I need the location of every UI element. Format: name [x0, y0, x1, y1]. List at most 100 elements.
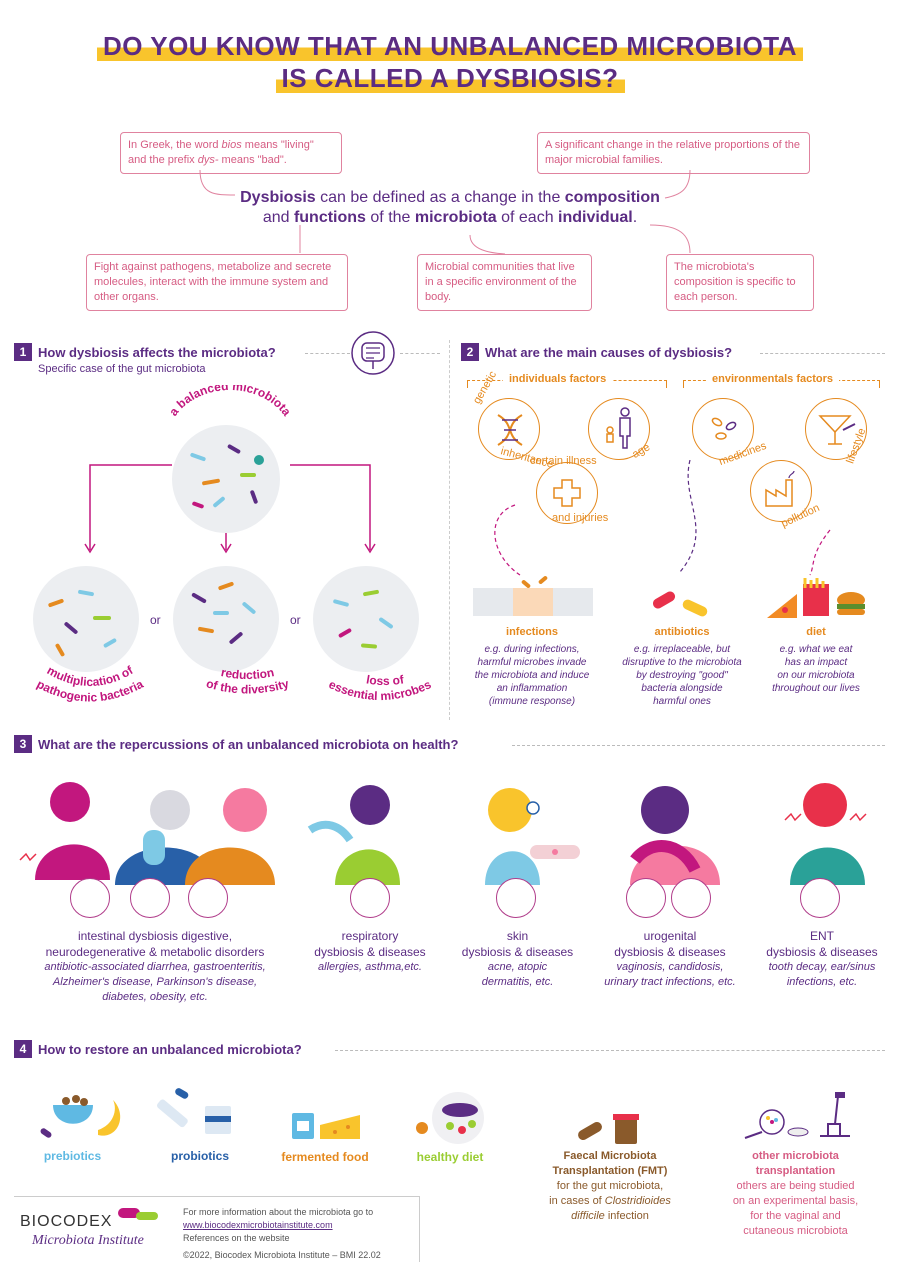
skin-person-illustration: [485, 788, 580, 885]
cells-illustration: [473, 575, 593, 616]
definition-individual: The microbiota's composition is specific…: [666, 254, 814, 311]
fmt-title-2: Transplantation (FMT): [552, 1165, 668, 1177]
gears-icon: [188, 878, 228, 918]
respiratory-person-illustration: [307, 785, 400, 885]
intestine-icon: [351, 331, 395, 375]
balanced-microbiota-text: a balanced microbiota: [166, 385, 294, 419]
section-4-divider: [335, 1050, 885, 1051]
other-text-4: cutaneous microbiota: [743, 1225, 848, 1237]
greek-text-1: In Greek, the word: [128, 139, 222, 151]
age-factor-circle: [588, 398, 650, 460]
greek-text-2: means "living" and the prefix: [128, 139, 314, 166]
environmental-factors-label: environmentals factors: [706, 373, 840, 385]
footer-copyright: ©2022, Biocodex Microbiota Institute – B…: [183, 1250, 381, 1260]
section-3-title: What are the repercussions of an unbalan…: [38, 737, 459, 752]
lungs-icon: [350, 878, 390, 918]
urogenital-person-illustration: [630, 786, 720, 885]
illness-label: certain illness: [530, 455, 597, 467]
central-text-5: .: [632, 209, 638, 226]
section-4-title: How to restore an unbalanced microbiota?: [38, 1042, 302, 1057]
cause-arrows: [494, 460, 831, 576]
pollution-factor-circle: [750, 460, 812, 522]
dysbiosis-definition: Dysbiosis can be defined as a change in …: [0, 188, 900, 228]
title-line-2: IS CALLED A DYSBIOSIS?: [275, 63, 625, 93]
central-text-1: can be defined as a change in the: [315, 189, 565, 206]
rep-skin: skin dysbiosis & diseases acne, atopic d…: [461, 929, 574, 988]
reduced-diversity-circle: [173, 566, 279, 672]
fmt-icon: [578, 1114, 639, 1144]
dna-icon: [497, 414, 523, 446]
pills-icon: [711, 417, 737, 440]
other-text-1: others are being studied: [736, 1180, 855, 1192]
injuries-label: and injuries: [552, 512, 609, 524]
section-2-divider: [760, 353, 885, 354]
section-1-title: How dysbiosis affects the microbiota?: [38, 345, 276, 360]
logo-capsule-pink: [118, 1208, 140, 1218]
food-icon: [767, 578, 865, 618]
rep-ent: ENT dysbiosis & diseases tooth decay, ea…: [766, 929, 878, 988]
pathogenic-bacteria-circle: [33, 566, 139, 672]
svg-text:reduction: reduction: [220, 665, 275, 682]
central-text-2: and: [262, 209, 294, 226]
outcome-labels: multiplication of pathogenic bacteria re…: [34, 663, 433, 705]
footer: [14, 1196, 420, 1262]
central-text-4: of each: [496, 209, 559, 226]
fmt-text-1: for the gut microbiota,: [556, 1180, 664, 1192]
age-icon: [606, 407, 631, 449]
footer-url-link[interactable]: www.biocodexmicrobiotainstitute.com: [183, 1220, 333, 1230]
illness-factor-circle: [536, 462, 598, 524]
capsules-icon: [652, 591, 708, 617]
ent-person-illustration: [784, 783, 867, 885]
balanced-label: a balanced microbiota: [166, 385, 294, 419]
definition-composition: A significant change in the relative pro…: [537, 132, 810, 174]
other-title-1: other microbiota: [752, 1150, 839, 1162]
outcome-3-line-1: loss of: [365, 672, 406, 688]
column-divider: [449, 340, 450, 720]
brain-icon: [130, 878, 170, 918]
prebiotics-icon: [40, 1095, 121, 1138]
section-1-divider-2: [400, 353, 440, 354]
section-2-title: What are the main causes of dysbiosis?: [485, 345, 733, 360]
definition-functions: Fight against pathogens, metabolize and …: [86, 254, 348, 311]
other-transplant-icon: [744, 1092, 850, 1139]
lifestyle-factor-circle: [805, 398, 867, 460]
page-title: DO YOU KNOW THAT AN UNBALANCED MICROBIOT…: [0, 30, 900, 94]
definition-connectors: [199, 169, 691, 255]
svg-text:loss of: loss of: [365, 672, 406, 688]
genetic-factor-circle: [478, 398, 540, 460]
fmt-text-3: infection: [604, 1210, 649, 1222]
cause-infections-title: infections: [506, 626, 558, 638]
prebiotics-label: prebiotics: [43, 1149, 102, 1163]
other-text-2: on an experimental basis,: [732, 1195, 859, 1207]
balanced-microbiota-circle: [172, 425, 280, 533]
head-ent-icon: [800, 878, 840, 918]
section-3-divider: [512, 745, 885, 746]
outcome-2-line-1: reduction: [220, 665, 275, 682]
loss-microbes-circle: [313, 566, 419, 672]
definition-microbiota: Microbial communities that live in a spe…: [417, 254, 592, 311]
greek-bios: bios: [221, 139, 242, 151]
section-1-divider: [305, 353, 350, 354]
medical-cross-icon: [553, 479, 581, 507]
people-group-illustration: [19, 782, 275, 885]
title-line-1: DO YOU KNOW THAT AN UNBALANCED MICROBIOT…: [96, 31, 804, 61]
word-individual: individual: [558, 209, 633, 226]
fmt-title-1: Faecal Microbiota: [563, 1150, 657, 1162]
other-text-3: for the vaginal and: [750, 1210, 841, 1222]
fermented-food-label: fermented food: [281, 1150, 369, 1164]
or-label-2: or: [290, 613, 301, 627]
other-title-2: transplantation: [755, 1165, 836, 1177]
kidneys-icon: [626, 878, 666, 918]
medicines-factor-circle: [692, 398, 754, 460]
rep-urogenital: urogenital dysbiosis & diseases vaginosi…: [604, 929, 736, 988]
word-functions: functions: [293, 209, 366, 226]
institute-logo: Microbiota Institute: [32, 1233, 144, 1248]
fermented-food-icon: [292, 1113, 360, 1139]
cause-diet-title: diet: [806, 626, 826, 638]
central-text-3: of the: [365, 209, 415, 226]
definition-greek: In Greek, the word bios means "living" a…: [120, 132, 342, 174]
fmt-block: Faecal Microbiota Transplantation (FMT) …: [540, 1149, 680, 1224]
section-1-number: 1: [14, 343, 32, 361]
